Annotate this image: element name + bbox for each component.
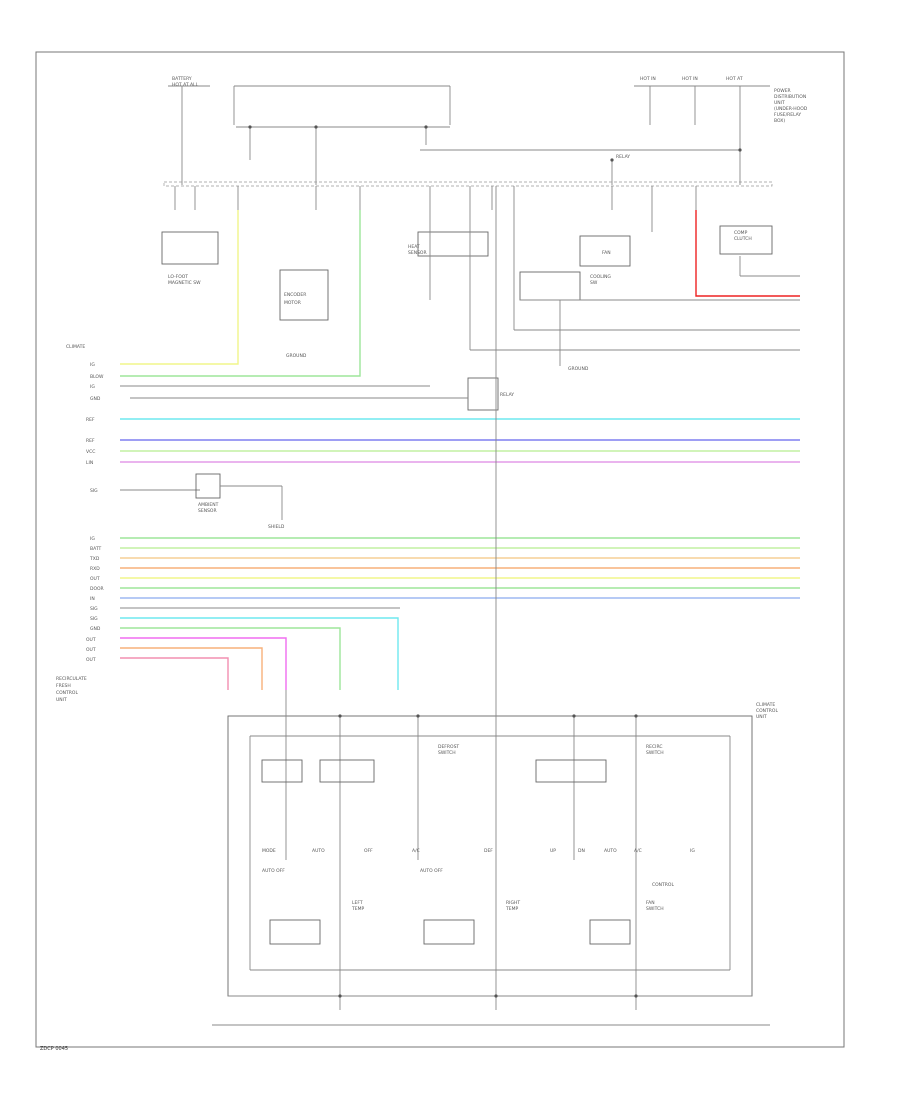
svg-text:GND: GND [90,396,101,402]
svg-text:BLOW: BLOW [90,374,104,380]
svg-text:IG: IG [90,384,95,390]
svg-text:GND: GND [90,626,101,632]
svg-text:SHIELD: SHIELD [268,524,285,530]
svg-text:AMBIENT: AMBIENT [198,502,219,508]
svg-text:DOOR: DOOR [90,586,104,592]
svg-text:AUTO: AUTO [312,848,325,854]
svg-text:RELAY: RELAY [500,392,514,398]
middle-sensor: AMBIENT SENSOR SHIELD [120,473,285,530]
svg-text:(UNDER-HOOD: (UNDER-HOOD [774,106,808,112]
climate-control-panel: DEFROST SWITCH RECIRC SWITCH MODE AUTO O… [212,690,778,1026]
svg-text:DEF: DEF [484,848,493,854]
svg-text:LIN: LIN [86,460,93,466]
svg-text:LO-FOOT: LO-FOOT [168,274,188,280]
svg-text:POWER: POWER [774,88,791,94]
svg-text:DEFROST: DEFROST [438,744,459,750]
svg-text:DISTRIBUTION: DISTRIBUTION [774,94,806,100]
svg-text:CONTROL: CONTROL [756,708,778,714]
svg-text:RECIRC: RECIRC [646,744,662,750]
svg-text:FAN: FAN [602,250,611,256]
svg-text:AUTO OFF: AUTO OFF [262,868,285,874]
svg-text:IN: IN [90,596,95,602]
svg-text:A/C: A/C [412,848,420,854]
svg-text:CONTROL: CONTROL [652,882,674,888]
svg-text:RELAY: RELAY [616,154,630,160]
svg-text:REF: REF [86,417,95,423]
svg-text:LEFT: LEFT [352,900,363,906]
svg-text:SENSOR: SENSOR [198,508,217,514]
svg-text:AUTO: AUTO [604,848,617,854]
svg-text:HOT AT: HOT AT [726,76,743,82]
svg-text:CLIMATE: CLIMATE [756,702,775,708]
svg-text:DN: DN [578,848,585,854]
svg-text:CLUTCH: CLUTCH [734,236,752,242]
svg-text:IG: IG [90,536,95,542]
svg-text:SIG: SIG [90,606,98,612]
svg-text:AUTO OFF: AUTO OFF [420,868,443,874]
svg-text:SWITCH: SWITCH [646,906,664,912]
svg-text:IG: IG [90,362,95,368]
svg-text:SIG: SIG [90,616,98,622]
svg-text:COMP: COMP [734,230,748,236]
svg-text:OUT: OUT [86,657,96,663]
svg-text:UNIT: UNIT [774,100,785,106]
svg-text:SENSOR: SENSOR [408,250,427,256]
diagram-border [35,51,845,1048]
svg-text:OUT: OUT [86,647,96,653]
svg-text:BOX): BOX) [774,118,785,124]
svg-text:SWITCH: SWITCH [646,750,664,756]
svg-text:GROUND: GROUND [286,353,307,359]
svg-text:UP: UP [550,848,556,854]
svg-text:COOLING: COOLING [590,274,611,280]
svg-text:UNIT: UNIT [56,697,67,703]
svg-text:HOT AT ALL: HOT AT ALL [172,82,199,88]
svg-text:GROUND: GROUND [568,366,589,372]
svg-text:MODE: MODE [262,848,276,854]
page-code: ZDCP 0045 [40,1046,68,1052]
svg-text:VCC: VCC [86,449,95,455]
lower-colored-wires [120,186,800,700]
svg-text:TXD: TXD [89,556,100,562]
svg-text:HEAT: HEAT [408,244,420,250]
svg-text:TEMP: TEMP [351,906,364,912]
upper-colored-wires [120,210,800,463]
svg-text:IG: IG [690,848,695,854]
top-connector-pins [174,186,697,210]
svg-text:OFF: OFF [364,848,373,854]
svg-text:MOTOR: MOTOR [284,300,301,306]
svg-text:FRESH: FRESH [56,683,71,689]
svg-text:A/C: A/C [634,848,642,854]
svg-text:SIG: SIG [90,488,98,494]
svg-text:RXD: RXD [90,566,100,572]
svg-text:FAN: FAN [646,900,655,906]
upper-components: LO-FOOT MAGNETIC SW ENCODER MOTOR GROUND… [130,210,800,411]
svg-text:SWITCH: SWITCH [438,750,456,756]
svg-text:CONTROL: CONTROL [56,690,78,696]
svg-text:RECIRCULATE: RECIRCULATE [56,676,87,682]
svg-text:BATT: BATT [90,546,101,552]
svg-text:ENCODER: ENCODER [284,292,306,298]
power-section: BATTERY HOT AT ALL HOT IN HOT IN HOT AT … [163,76,808,187]
svg-text:UNIT: UNIT [756,714,767,720]
svg-text:BATTERY: BATTERY [172,76,192,82]
svg-text:MAGNETIC SW: MAGNETIC SW [168,280,201,286]
svg-text:CLIMATE: CLIMATE [66,344,85,350]
svg-text:REF: REF [86,438,95,444]
svg-text:HOT IN: HOT IN [640,76,656,82]
svg-text:TEMP: TEMP [505,906,518,912]
svg-text:SW: SW [590,280,598,286]
svg-text:FUSE/RELAY: FUSE/RELAY [774,112,801,118]
svg-text:HOT IN: HOT IN [682,76,698,82]
svg-text:OUT: OUT [86,637,96,643]
svg-text:OUT: OUT [90,576,100,582]
svg-text:RIGHT: RIGHT [506,900,520,906]
left-connector-labels: CLIMATE IG BLOW IG GND REF REF VCC LIN S… [56,344,104,703]
